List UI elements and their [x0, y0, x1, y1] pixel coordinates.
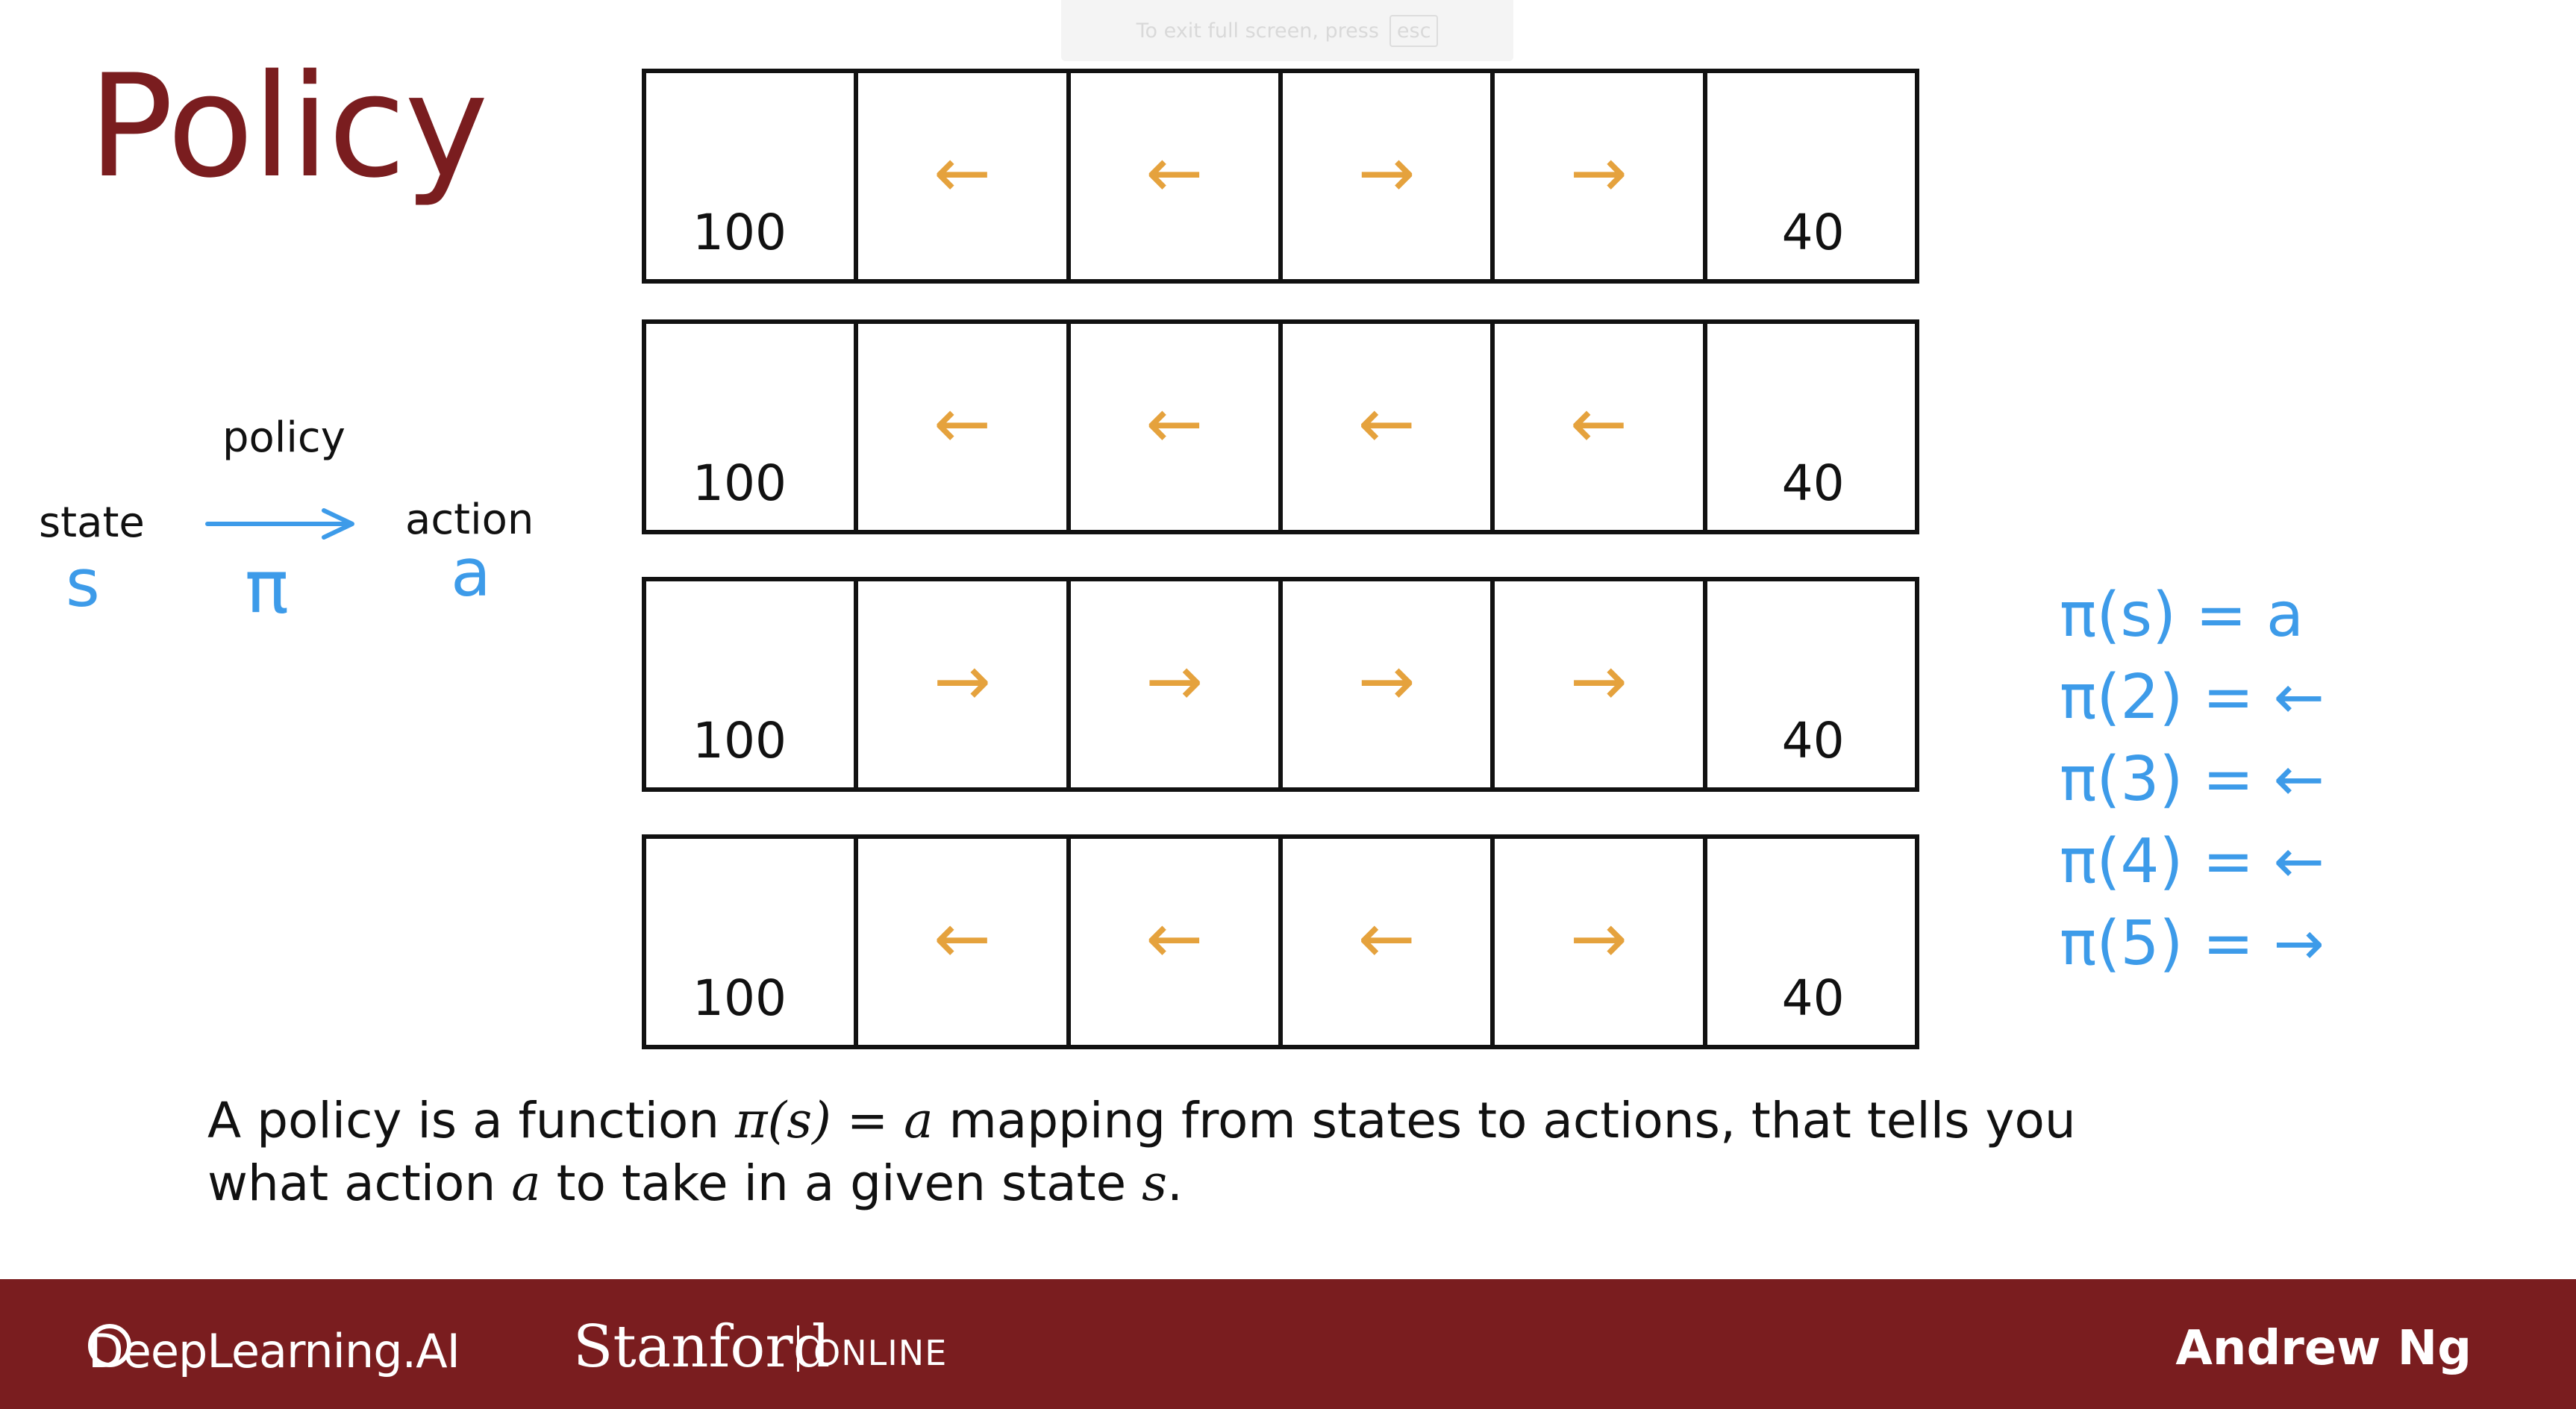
reward-100: 100 — [693, 204, 787, 261]
esc-key-hint: esc — [1389, 14, 1439, 47]
policy-grid-row-4: 100 ← ← ← → 40 — [642, 834, 1919, 1049]
policy-notes: π(s) = a π(2) = ← π(3) = ← π(4) = ← π(5)… — [2060, 575, 2325, 985]
reward-100: 100 — [693, 969, 787, 1027]
left-arrow-icon: ← — [1145, 133, 1204, 213]
state-cell-4: ← — [1283, 324, 1495, 530]
slide-title: Policy — [88, 44, 489, 209]
state-cell-5: → — [1495, 73, 1707, 279]
caption-line-1: A policy is a function π(s) = a mapping … — [207, 1090, 2148, 1152]
logo-divider — [797, 1325, 799, 1372]
state-cell-3: ← — [1071, 73, 1283, 279]
state-cell-2: ← — [858, 839, 1071, 1045]
policy-grid-row-1: 100 ← ← → → 40 — [642, 69, 1919, 284]
caption-text: what action — [207, 1155, 512, 1212]
caption-variable: a — [511, 1155, 541, 1212]
state-cell-4: ← — [1283, 839, 1495, 1045]
policy-note: π(5) = → — [2060, 908, 2325, 979]
state-cell-6: 40 — [1707, 581, 1915, 787]
state-label: state — [39, 499, 145, 547]
state-cell-3: ← — [1071, 324, 1283, 530]
left-arrow-icon: ← — [933, 384, 992, 464]
caption-text: to take in a given state — [540, 1155, 1142, 1212]
right-arrow-icon: → — [1569, 641, 1628, 722]
policy-label: policy — [222, 413, 346, 462]
left-arrow-icon: ← — [933, 133, 992, 213]
action-label: action — [405, 496, 534, 544]
right-arrow-icon: → — [1357, 133, 1416, 213]
state-cell-5: → — [1495, 839, 1707, 1045]
policy-definition: A policy is a function π(s) = a mapping … — [207, 1090, 2148, 1215]
caption-formula: π(s) = a — [735, 1092, 934, 1149]
reward-100: 100 — [693, 712, 787, 769]
caption-text: A policy is a function — [207, 1092, 736, 1149]
caption-line-2: what action a to take in a given state s… — [207, 1152, 2148, 1215]
state-cell-2: ← — [858, 324, 1071, 530]
state-cell-1: 100 — [646, 73, 859, 279]
right-arrow-icon: → — [1569, 899, 1628, 979]
reward-40: 40 — [1781, 712, 1845, 769]
fullscreen-toast: To exit full screen, press esc — [1061, 0, 1513, 61]
right-arrow-icon: → — [1569, 133, 1628, 213]
state-cell-3: ← — [1071, 839, 1283, 1045]
policy-note: π(3) = ← — [2060, 744, 2325, 815]
state-cell-5: → — [1495, 581, 1707, 787]
right-arrow-icon: → — [933, 641, 992, 722]
policy-symbol: π — [245, 545, 290, 630]
state-cell-2: ← — [858, 73, 1071, 279]
left-arrow-icon: ← — [933, 899, 992, 979]
deeplearning-logo-icon — [88, 1324, 131, 1367]
stanford-logo: Stanford — [573, 1313, 831, 1381]
left-arrow-icon: ← — [1145, 384, 1204, 464]
left-arrow-icon: ← — [1569, 384, 1628, 464]
left-arrow-icon: ← — [1145, 899, 1204, 979]
policy-note: π(s) = a — [2060, 580, 2304, 651]
state-cell-6: 40 — [1707, 839, 1915, 1045]
caption-variable: s — [1142, 1155, 1167, 1212]
reward-100: 100 — [693, 454, 787, 512]
state-cell-4: → — [1283, 581, 1495, 787]
policy-note: π(4) = ← — [2060, 826, 2325, 897]
caption-text: mapping from states to actions, that tel… — [933, 1092, 2076, 1149]
state-symbol: s — [66, 545, 100, 622]
right-arrow-icon: → — [1357, 641, 1416, 722]
footer-bar: DeepLearning.AI Stanford ONLINE Andrew N… — [0, 1279, 2576, 1409]
state-cell-3: → — [1071, 581, 1283, 787]
action-symbol: a — [451, 534, 491, 611]
policy-grid-row-3: 100 → → → → 40 — [642, 577, 1919, 792]
state-cell-6: 40 — [1707, 324, 1915, 530]
policy-arrow — [205, 508, 354, 540]
online-label: ONLINE — [813, 1333, 948, 1373]
reward-40: 40 — [1781, 454, 1845, 512]
right-arrow-icon: → — [1145, 641, 1204, 722]
state-cell-2: → — [858, 581, 1071, 787]
policy-grid-row-2: 100 ← ← ← ← 40 — [642, 319, 1919, 534]
state-cell-1: 100 — [646, 839, 859, 1045]
left-arrow-icon: ← — [1357, 384, 1416, 464]
reward-40: 40 — [1781, 204, 1845, 261]
state-cell-1: 100 — [646, 324, 859, 530]
policy-note: π(2) = ← — [2060, 662, 2325, 733]
state-cell-4: → — [1283, 73, 1495, 279]
left-arrow-icon: ← — [1357, 899, 1416, 979]
state-cell-1: 100 — [646, 581, 859, 787]
brand-name: DeepLearning.AI — [88, 1324, 460, 1378]
author-name: Andrew Ng — [2175, 1321, 2472, 1376]
reward-40: 40 — [1781, 969, 1845, 1027]
state-cell-5: ← — [1495, 324, 1707, 530]
caption-text: . — [1166, 1155, 1183, 1212]
toast-text: To exit full screen, press — [1136, 19, 1379, 43]
state-cell-6: 40 — [1707, 73, 1915, 279]
